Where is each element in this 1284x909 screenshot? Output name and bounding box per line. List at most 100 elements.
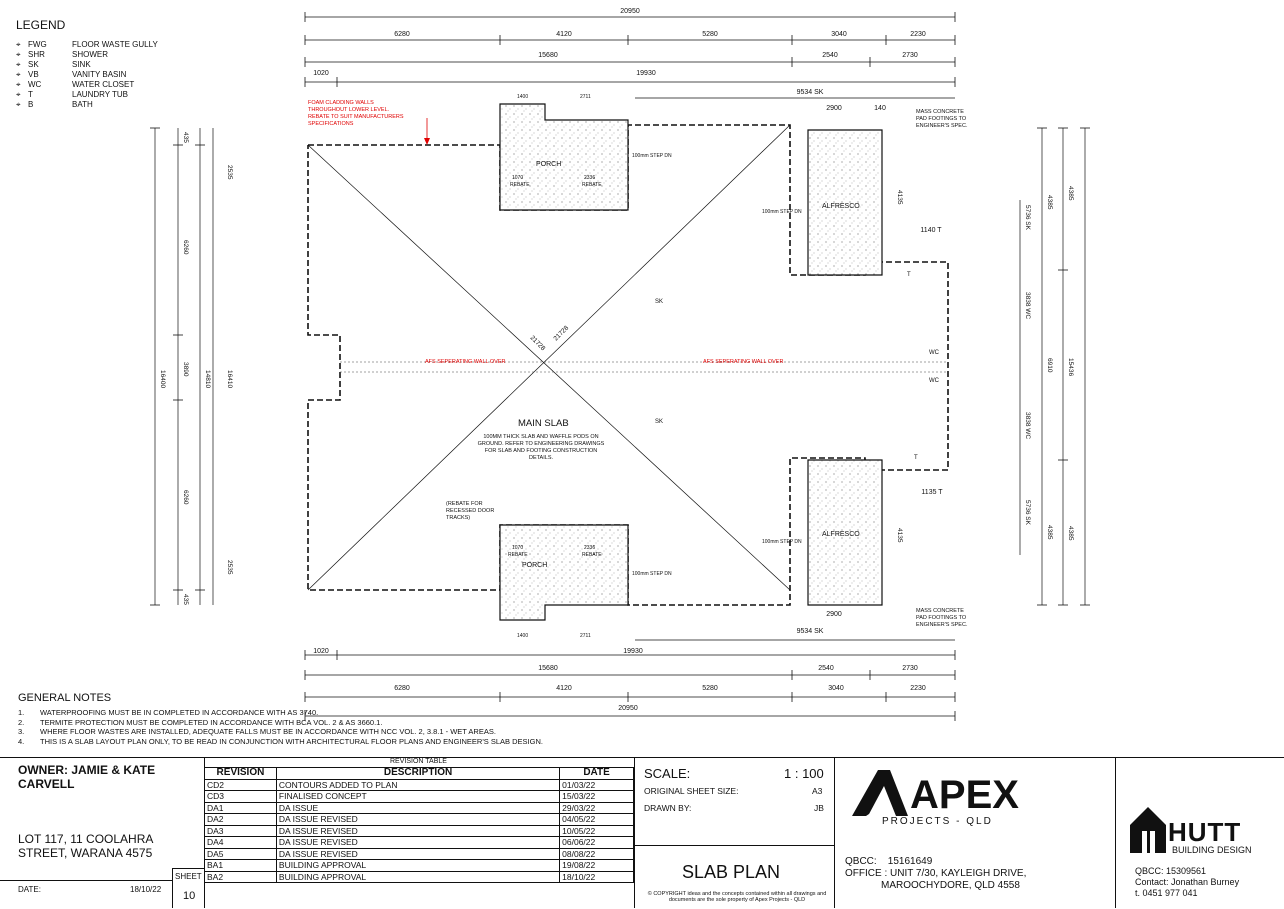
step-down-label: 100mm STEP DN: [762, 539, 802, 545]
svg-text:2535: 2535: [226, 560, 233, 575]
sheet-title: SLAB PLAN: [682, 862, 781, 882]
sheet-number: 10: [183, 890, 196, 902]
svg-text:GROUND. REFER TO ENGINEERING D: GROUND. REFER TO ENGINEERING DRAWINGS: [478, 441, 605, 447]
svg-text:20950: 20950: [618, 705, 638, 712]
svg-text:1020: 1020: [313, 70, 329, 77]
svg-text:100MM THICK SLAB AND WAFFLE PO: 100MM THICK SLAB AND WAFFLE PODS ON: [483, 434, 598, 440]
original-sheet-size-label: ORIGINAL SHEET SIZE:: [644, 786, 739, 796]
apex-logo: APEX PROJECTS - QLD: [852, 770, 1019, 826]
svg-text:9534 SK: 9534 SK: [797, 89, 824, 96]
svg-text:APEX: APEX: [910, 773, 1019, 817]
svg-text:SK: SK: [655, 419, 663, 425]
date-col-header: DATE: [559, 767, 634, 780]
step-down-label: 100mm STEP DN: [632, 153, 672, 159]
svg-text:1140 T: 1140 T: [920, 227, 942, 234]
svg-text:140: 140: [874, 105, 886, 112]
svg-text:435: 435: [182, 594, 189, 605]
svg-text:6260: 6260: [182, 240, 189, 255]
svg-text:20950: 20950: [620, 8, 640, 15]
crosshair-icon: ⌖: [16, 90, 21, 99]
general-note: 4.THIS IS A SLAB LAYOUT PLAN ONLY, TO BE…: [18, 736, 543, 746]
svg-text:2540: 2540: [822, 52, 838, 59]
scale-value: 1 : 100: [784, 766, 824, 781]
original-sheet-size-value: A3: [812, 786, 823, 796]
svg-text:2230: 2230: [910, 31, 926, 38]
svg-text:WC: WC: [929, 350, 940, 356]
crosshair-icon: ⌖: [16, 100, 21, 109]
hutt-contact: QBCC: 15309561 Contact: Jonathan Burney …: [1135, 866, 1240, 898]
svg-text:5280: 5280: [702, 31, 718, 38]
svg-text:2336: 2336: [584, 545, 595, 551]
rebate-label: REBATE: [508, 552, 528, 558]
svg-text:2730: 2730: [902, 665, 918, 672]
title-block: [0, 757, 1284, 909]
rebate-label: REBATE: [582, 552, 602, 558]
svg-text:14810: 14810: [204, 370, 211, 388]
svg-text:WC: WC: [929, 378, 940, 384]
svg-text:PAD FOOTINGS TO: PAD FOOTINGS TO: [916, 615, 967, 621]
foam-cladding-note: FOAM CLADDING WALLS: [308, 100, 374, 106]
svg-text:SPECIFICATIONS: SPECIFICATIONS: [308, 121, 354, 127]
general-note: 1.WATERPROOFING MUST BE IN COMPLETED IN …: [18, 708, 319, 717]
svg-text:5736 SK: 5736 SK: [1024, 500, 1031, 526]
crosshair-icon: ⌖: [16, 70, 21, 79]
svg-text:6910: 6910: [1046, 358, 1053, 373]
crosshair-icon: ⌖: [16, 40, 21, 49]
owner-name: OWNER: JAMIE & KATE CARVELL: [18, 763, 156, 791]
svg-text:15436: 15436: [1067, 358, 1074, 376]
apex-office: OFFICE : UNIT 7/30, KAYLEIGH DRIVE, MARO…: [845, 868, 1027, 891]
drawn-by-value: JB: [814, 803, 824, 813]
svg-text:3040: 3040: [831, 31, 847, 38]
svg-text:4135: 4135: [896, 190, 903, 205]
svg-text:4385: 4385: [1067, 526, 1074, 541]
svg-text:ENGINEER'S SPEC.: ENGINEER'S SPEC.: [916, 622, 968, 628]
svg-text:1020: 1020: [313, 648, 329, 655]
svg-text:15680: 15680: [538, 52, 558, 59]
svg-text:2230: 2230: [910, 685, 926, 692]
svg-text:FOR SLAB AND FOOTING CONSTRUCT: FOR SLAB AND FOOTING CONSTRUCTION: [485, 448, 597, 454]
rebate-label: REBATE: [510, 182, 530, 188]
step-down-label: 100mm STEP DN: [762, 209, 802, 215]
svg-text:5736 SK: 5736 SK: [1024, 205, 1031, 231]
svg-text:6280: 6280: [394, 685, 410, 692]
afs-wall-label-right: AFS SEPERATING WALL OVER: [703, 359, 784, 365]
general-note: 3.WHERE FLOOR WASTES ARE INSTALLED, ADEQ…: [18, 727, 496, 737]
crosshair-icon: ⌖: [16, 80, 21, 89]
date-label: DATE:: [18, 885, 41, 894]
general-note: 2.TERMITE PROTECTION MUST BE COMPLETED I…: [18, 717, 383, 727]
crosshair-icon: ⌖: [16, 50, 21, 59]
drawn-by-label: DRAWN BY:: [644, 803, 692, 813]
svg-text:HUTT: HUTT: [1168, 817, 1241, 847]
svg-text:PAD FOOTINGS TO: PAD FOOTINGS TO: [916, 116, 967, 122]
svg-text:3040: 3040: [828, 685, 844, 692]
svg-text:3890: 3890: [182, 362, 189, 377]
svg-text:1135 T: 1135 T: [921, 489, 943, 496]
crosshair-icon: ⌖: [16, 60, 21, 69]
svg-text:ENGINEER'S SPEC.: ENGINEER'S SPEC.: [916, 123, 968, 129]
slab-plan-drawing: PORCH PORCH ALFRESCO ALFRESCO REBATE REB…: [150, 8, 1090, 721]
svg-text:4120: 4120: [556, 31, 572, 38]
svg-text:THROUGHOUT LOWER LEVEL.: THROUGHOUT LOWER LEVEL.: [308, 107, 390, 113]
desc-col-header: DESCRIPTION: [275, 767, 561, 780]
svg-text:4385: 4385: [1046, 525, 1053, 540]
svg-text:2535: 2535: [226, 165, 233, 180]
main-slab-label: MAIN SLAB: [518, 418, 569, 429]
svg-text:4120: 4120: [556, 685, 572, 692]
general-notes-title: GENERAL NOTES: [18, 692, 112, 704]
step-down-label: 100mm STEP DN: [632, 571, 672, 577]
svg-text:3838 WC: 3838 WC: [1024, 292, 1031, 319]
main-slab-description: 100MM THICK SLAB AND WAFFLE PODS ONGROUN…: [478, 434, 605, 461]
revision-table-caption: REVISION TABLE: [390, 758, 447, 765]
svg-text:2336: 2336: [584, 175, 595, 181]
svg-text:15680: 15680: [538, 665, 558, 672]
hutt-logo: HUTT BUILDING DESIGN: [1130, 807, 1252, 855]
apex-qbcc: QBCC: 15161649: [845, 856, 933, 867]
